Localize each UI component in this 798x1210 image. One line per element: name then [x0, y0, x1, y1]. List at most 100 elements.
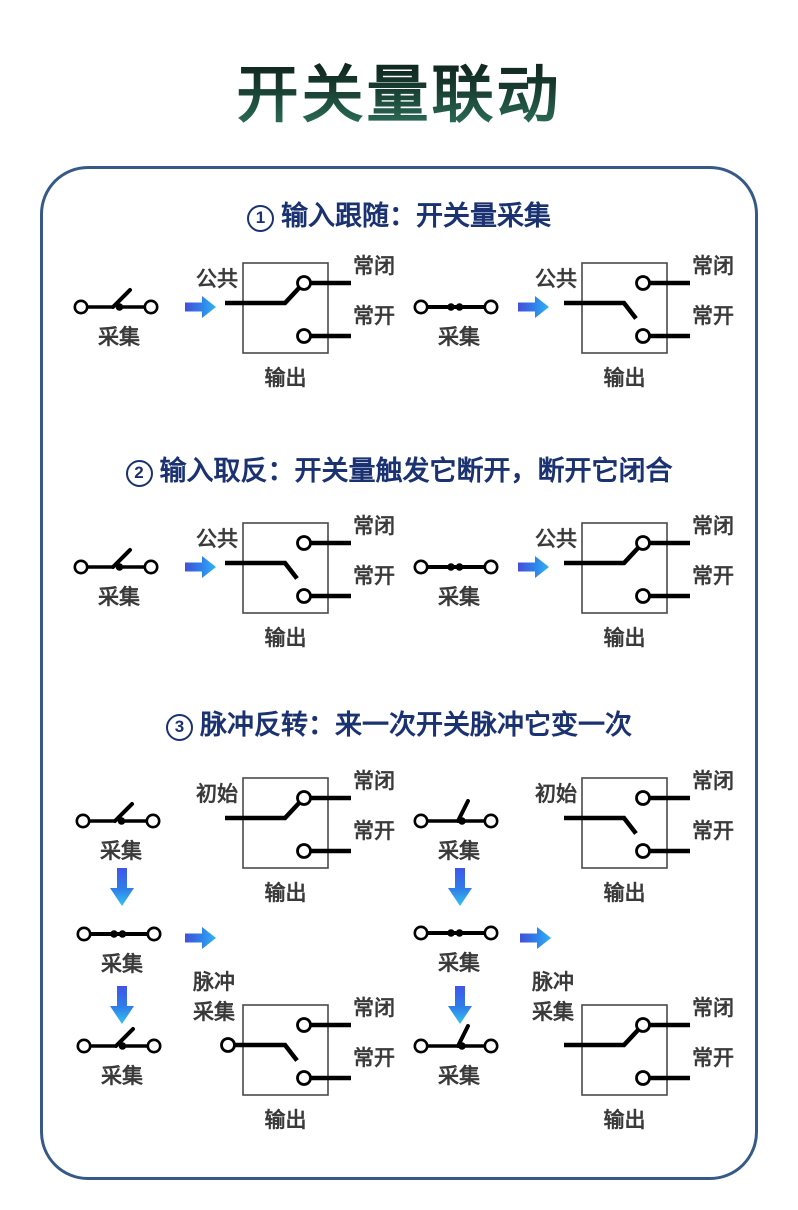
- normally-open-label: 常开: [353, 565, 395, 588]
- normally-closed-label: 常闭: [692, 997, 734, 1020]
- arrow-right-icon: [185, 556, 216, 578]
- arrow-right-icon: [518, 556, 549, 578]
- arrow-down-icon: [110, 868, 134, 906]
- output-label: 输出: [264, 627, 307, 650]
- normally-open-label: 常开: [692, 565, 734, 588]
- collect-label: 采集: [100, 840, 142, 863]
- relay-contact-up-icon: [225, 262, 351, 354]
- collect-label: 采集: [101, 1065, 143, 1088]
- normally-open-label: 常开: [692, 1047, 734, 1070]
- arrow-down-icon: [448, 868, 472, 906]
- relay-output-diagram: 公共 常闭 常开 输出: [522, 503, 737, 658]
- switch-closed-icon: [413, 299, 499, 315]
- arrow-down-icon: [110, 986, 134, 1024]
- switch-open: 采集: [73, 285, 165, 355]
- relay-contact-up-icon: [225, 777, 351, 869]
- normally-closed-label: 常闭: [692, 255, 734, 278]
- switch-closed-icon: [76, 926, 162, 942]
- common-label: 公共: [535, 528, 577, 551]
- relay-contact-down-icon: [225, 522, 351, 614]
- relay-output-diagram: 常闭 常开 输出: [522, 985, 737, 1140]
- output-label: 输出: [264, 882, 307, 905]
- collect-label: 采集: [438, 586, 480, 609]
- section-2-heading-text: 输入取反：开关量触发它断开，断开它闭合: [159, 456, 673, 486]
- output-label: 输出: [603, 627, 646, 650]
- switch-open: 采集: [76, 1024, 168, 1094]
- collect-label: 采集: [438, 326, 480, 349]
- arrow-right-icon: [185, 296, 216, 318]
- page-title: 开关量联动: [0, 44, 798, 134]
- switch-closed: 采集: [76, 912, 168, 982]
- collect-label: 采集: [193, 1001, 235, 1024]
- collect-label: 采集: [532, 1001, 574, 1024]
- relay-output-diagram: 常闭 常开 输出: [183, 985, 398, 1140]
- normally-open-label: 常开: [353, 820, 395, 843]
- relay-output-diagram: 公共 常闭 常开 输出: [183, 243, 398, 398]
- collect-label: 采集: [438, 1065, 480, 1088]
- relay-contact-down-icon: [564, 777, 690, 869]
- section-3-heading: 3 脉冲反转：来一次开关脉冲它变一次: [40, 709, 758, 741]
- collect-label: 采集: [438, 840, 480, 863]
- switch-closed-icon: [413, 925, 499, 941]
- initial-label: 初始: [196, 783, 238, 806]
- arrow-right-icon: [518, 296, 549, 318]
- switch-closed: 采集: [413, 285, 505, 355]
- relay-contact-up-icon: [564, 522, 690, 614]
- normally-closed-label: 常闭: [353, 997, 395, 1020]
- arrow-right-icon: [185, 927, 216, 949]
- switch-closed: 采集: [413, 911, 505, 981]
- common-label: 公共: [196, 268, 238, 291]
- relay-output-diagram: 公共 常闭 常开 输出: [522, 243, 737, 398]
- section-1-heading: 1 输入跟随：开关量采集: [40, 200, 758, 232]
- switch-open: 采集: [75, 799, 167, 869]
- switch-open-icon: [76, 1027, 162, 1054]
- switch-toggling: 采集: [413, 799, 505, 869]
- output-label: 输出: [603, 882, 646, 905]
- circled-number-3: 3: [166, 714, 193, 741]
- output-label: 输出: [264, 1109, 307, 1132]
- switch-closed: 采集: [413, 545, 505, 615]
- relay-contact-down-icon: [564, 262, 690, 354]
- switch-closed-icon: [413, 559, 499, 575]
- relay-output-diagram: 初始 常闭 常开 输出: [183, 758, 398, 913]
- collect-label: 采集: [98, 586, 140, 609]
- collect-label: 采集: [101, 953, 143, 976]
- output-label: 输出: [603, 367, 646, 390]
- normally-open-label: 常开: [692, 305, 734, 328]
- circled-number-2: 2: [125, 460, 153, 487]
- normally-closed-label: 常闭: [692, 770, 734, 793]
- normally-closed-label: 常闭: [353, 515, 395, 538]
- common-label: 公共: [535, 268, 577, 291]
- relay-output-diagram: 初始 常闭 常开 输出: [522, 758, 737, 913]
- switch-open-icon: [73, 548, 159, 575]
- switch-toggling: 采集: [413, 1024, 505, 1094]
- circled-number-1: 1: [247, 205, 274, 232]
- switch-open: 采集: [73, 545, 165, 615]
- normally-open-label: 常开: [353, 1047, 395, 1070]
- switch-open-icon: [73, 288, 159, 315]
- section-1-heading-text: 输入跟随：开关量采集: [281, 201, 551, 231]
- pulse-label: 脉冲: [532, 971, 574, 994]
- arrow-right-icon: [520, 927, 551, 949]
- arrow-down-icon: [448, 986, 472, 1024]
- normally-open-label: 常开: [692, 820, 734, 843]
- collect-label: 采集: [98, 326, 140, 349]
- normally-closed-label: 常闭: [692, 515, 734, 538]
- relay-contact-down-icon: [220, 1004, 351, 1096]
- initial-label: 初始: [535, 783, 577, 806]
- section-3-heading-text: 脉冲反转：来一次开关脉冲它变一次: [200, 710, 632, 740]
- relay-output-diagram: 公共 常闭 常开 输出: [183, 503, 398, 658]
- switch-toggling-icon: [413, 799, 499, 829]
- pulse-label: 脉冲: [193, 971, 235, 994]
- collect-label: 采集: [438, 952, 480, 975]
- normally-closed-label: 常闭: [353, 770, 395, 793]
- normally-open-label: 常开: [353, 305, 395, 328]
- normally-closed-label: 常闭: [353, 255, 395, 278]
- switch-open-icon: [75, 802, 161, 829]
- common-label: 公共: [196, 528, 238, 551]
- switch-toggling-icon: [413, 1024, 499, 1054]
- output-label: 输出: [603, 1109, 646, 1132]
- relay-contact-up-icon: [564, 1004, 690, 1096]
- output-label: 输出: [264, 367, 307, 390]
